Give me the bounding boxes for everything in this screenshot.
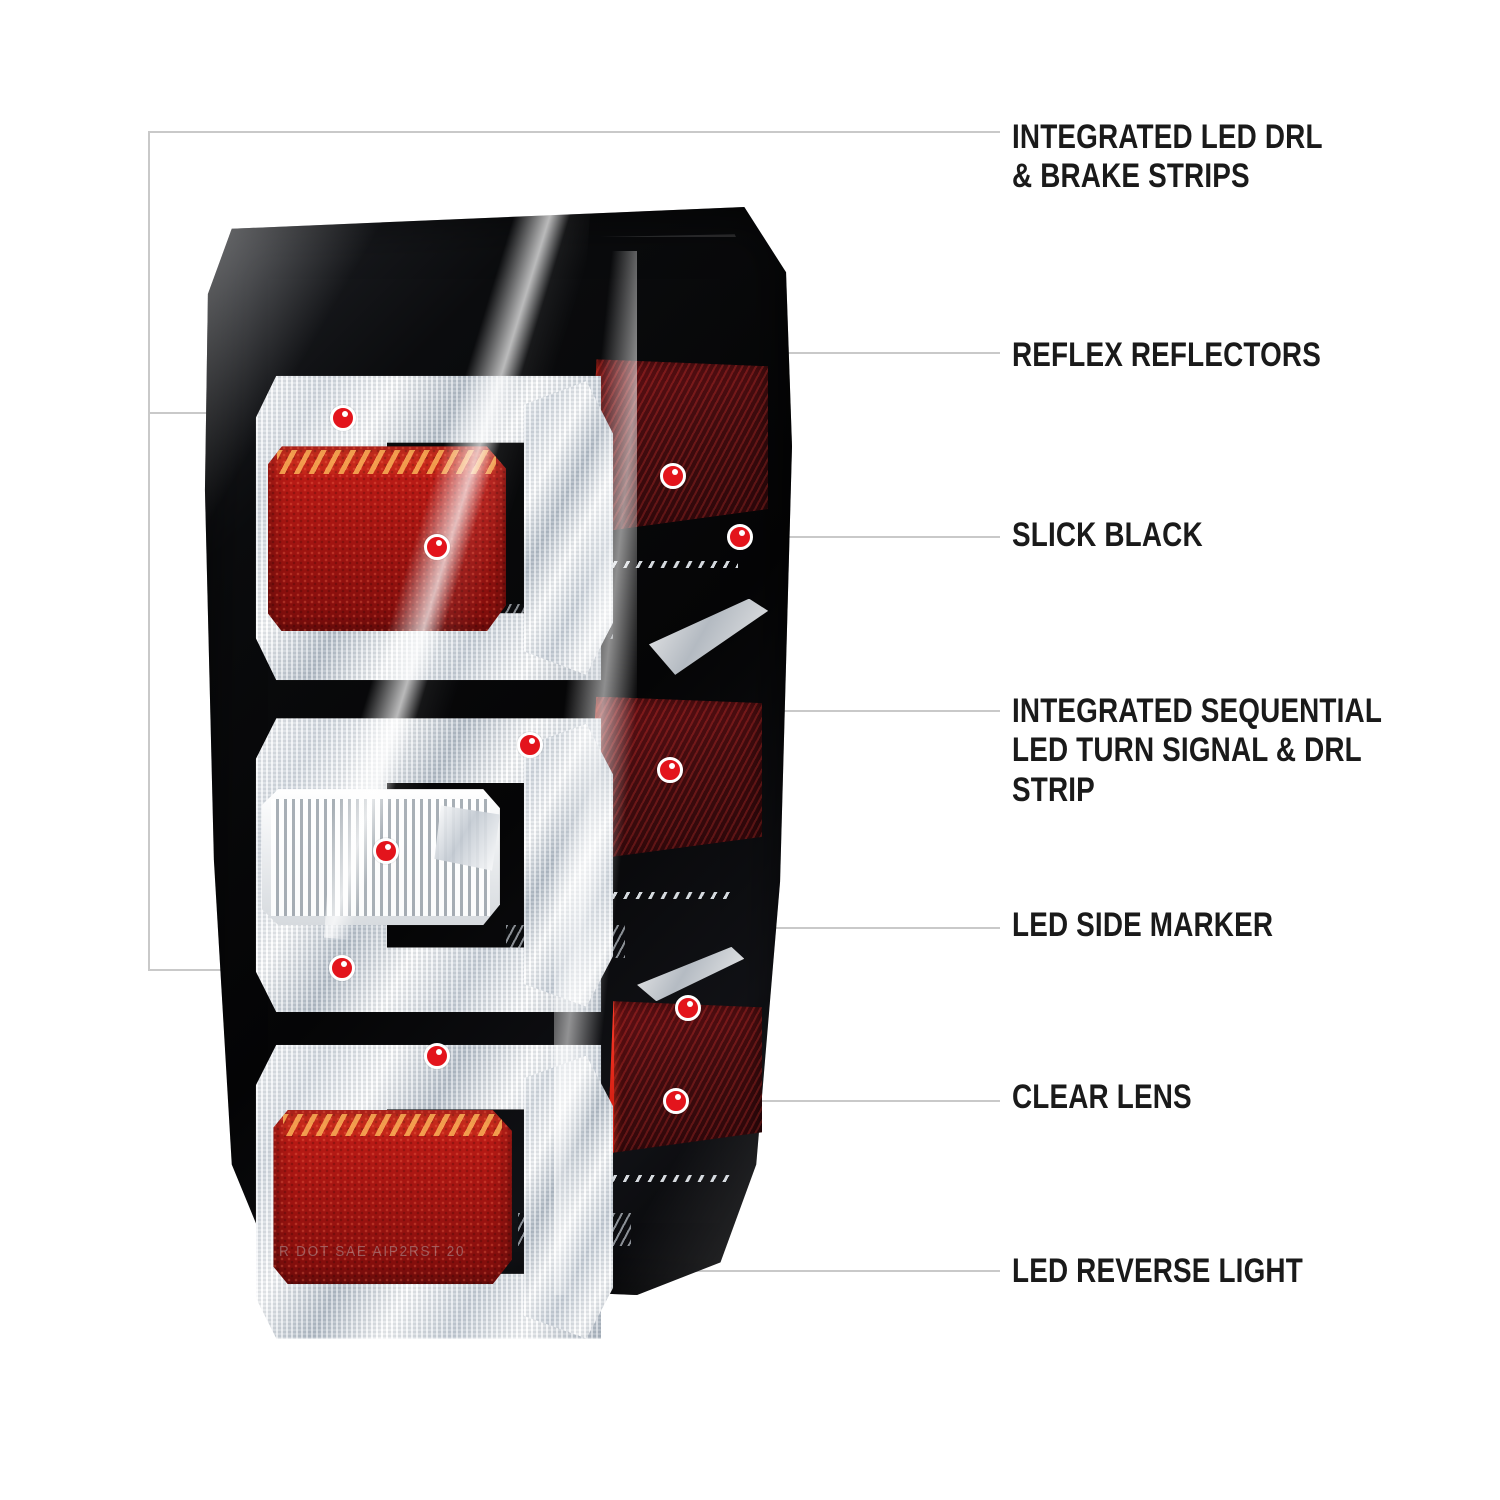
- callout-label-led-side-marker: LED SIDE MARKER: [1012, 906, 1274, 944]
- callout-label-led-reverse-light: LED REVERSE LIGHT: [1012, 1252, 1303, 1290]
- callout-marker-drl-strip-upper[interactable]: [330, 405, 356, 431]
- leader-line-slick-black: [740, 536, 1000, 538]
- callout-marker-brake-strip-right[interactable]: [660, 463, 686, 489]
- tail-light-product-image: R DOT SAE AIP2RST 20: [196, 156, 792, 1339]
- callout-marker-reverse-lens-center[interactable]: [373, 838, 399, 864]
- micro-led-dot-row-mid: [577, 892, 733, 900]
- led-drl-module-top-right-cap: [523, 381, 614, 675]
- callout-label-reflex-reflectors: REFLEX REFLECTORS: [1012, 336, 1321, 374]
- callout-marker-drl-strip-lower[interactable]: [329, 955, 355, 981]
- callout-label-slick-black: SLICK BLACK: [1012, 516, 1203, 554]
- micro-led-dot-row-lower: [589, 1175, 733, 1183]
- callout-marker-turn-strip-right[interactable]: [657, 757, 683, 783]
- callout-marker-reflex-reflector-top[interactable]: [424, 534, 450, 560]
- callout-marker-clear-lens-right[interactable]: [663, 1088, 689, 1114]
- led-drl-module-mid-right-cap: [523, 723, 614, 1007]
- callout-label-integrated-sequential-led-turn-signal: INTEGRATED SEQUENTIAL LED TURN SIGNAL & …: [1012, 692, 1383, 809]
- callout-marker-side-marker-right[interactable]: [675, 995, 701, 1021]
- clear-lens-chip-mid: [434, 805, 500, 871]
- callout-marker-slick-black-surface[interactable]: [727, 524, 753, 550]
- callout-marker-reflex-reflector-low[interactable]: [424, 1043, 450, 1069]
- led-drl-module-bottom-right-cap: [523, 1055, 614, 1339]
- callout-label-integrated-led-drl-brake-strips: INTEGRATED LED DRL & BRAKE STRIPS: [1012, 118, 1323, 196]
- micro-led-dot-row-upper: [577, 560, 739, 568]
- callout-label-clear-lens: CLEAR LENS: [1012, 1078, 1192, 1116]
- leader-line-drl-brake: [148, 131, 1000, 133]
- reflex-reflector-bottom: [273, 1110, 512, 1285]
- reflex-reflector-top: [267, 446, 506, 632]
- brake-strip-panel: [589, 359, 769, 534]
- leader-line-side-marker: [688, 927, 1000, 929]
- lens-emboss-text: R DOT SAE AIP2RST 20: [279, 1243, 466, 1261]
- leader-line-drl-brake-drop: [148, 131, 150, 971]
- side-marker-panel: [607, 1001, 763, 1154]
- leader-line-clear-lens: [676, 1100, 1000, 1102]
- callout-marker-sequential-turn-mid[interactable]: [517, 732, 543, 758]
